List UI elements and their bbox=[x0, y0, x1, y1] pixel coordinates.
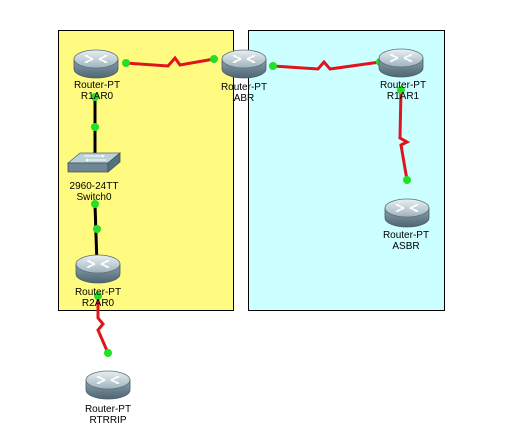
device-label-r1ar0: Router-PT R1AR0 bbox=[74, 80, 120, 102]
device-model: Router-PT bbox=[220, 82, 268, 93]
link-status-dot bbox=[91, 200, 99, 208]
link-r1ar0-abr[interactable] bbox=[125, 55, 215, 68]
router-icon[interactable] bbox=[378, 48, 424, 78]
link-r2ar0-rtrrip[interactable] bbox=[96, 296, 110, 354]
device-model: Router-PT bbox=[74, 287, 122, 298]
device-model: Router-PT bbox=[84, 404, 132, 415]
link-r1ar1-asbr[interactable] bbox=[398, 89, 411, 181]
link-status-dot bbox=[397, 86, 405, 94]
area-zone-right[interactable] bbox=[248, 30, 445, 311]
router-icon[interactable] bbox=[85, 370, 131, 400]
device-model: 2960-24TT bbox=[69, 181, 119, 192]
link-status-dot bbox=[91, 123, 99, 131]
device-name: R1AR0 bbox=[80, 91, 114, 102]
device-label-r2ar0: Router-PT R2AR0 bbox=[75, 287, 121, 309]
link-abr-r1ar1[interactable] bbox=[272, 59, 381, 71]
link-status-dot bbox=[94, 292, 102, 300]
device-name: RTRRIP bbox=[89, 415, 127, 426]
link-status-dot bbox=[403, 176, 411, 184]
router-icon[interactable] bbox=[75, 254, 121, 284]
device-label-asbr: Router-PT ASBR bbox=[383, 230, 429, 252]
router-icon[interactable] bbox=[221, 49, 267, 79]
link-status-dot bbox=[93, 225, 101, 233]
link-status-dot bbox=[104, 349, 112, 357]
device-label-rtrrip: Router-PT RTRRIP bbox=[85, 404, 131, 426]
device-model: Router-PT bbox=[379, 80, 427, 91]
device-model: Router-PT bbox=[73, 80, 121, 91]
link-status-dot bbox=[210, 55, 218, 63]
device-name: ABR bbox=[233, 93, 255, 104]
device-name: ASBR bbox=[392, 241, 420, 252]
link-status-dot bbox=[122, 59, 130, 67]
device-label-abr: Router-PT ABR bbox=[221, 82, 267, 104]
device-name: R1AR1 bbox=[386, 91, 420, 102]
link-status-dot bbox=[269, 62, 277, 70]
router-icon[interactable] bbox=[384, 198, 430, 228]
device-name: R2AR0 bbox=[81, 298, 115, 309]
link-status-dot bbox=[91, 93, 99, 101]
device-name: Switch0 bbox=[76, 192, 112, 203]
router-icon[interactable] bbox=[73, 49, 119, 79]
switch-icon[interactable] bbox=[67, 152, 121, 173]
device-label-r1ar1: Router-PT R1AR1 bbox=[380, 80, 426, 102]
device-model: Router-PT bbox=[382, 230, 430, 241]
device-label-switch0: 2960-24TT Switch0 bbox=[70, 181, 119, 203]
